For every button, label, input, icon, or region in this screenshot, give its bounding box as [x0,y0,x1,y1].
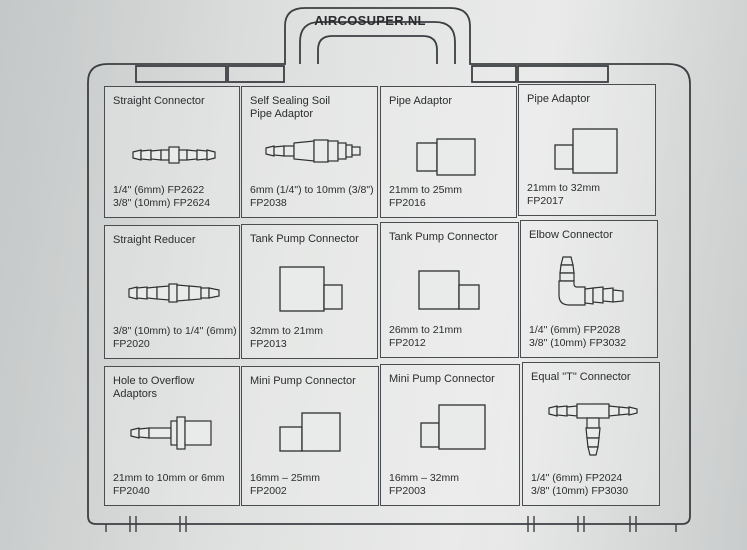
straight-reducer-icon [128,283,220,303]
cell-pipe-adaptor-32: Pipe Adaptor 21mm to 32mm FP2017 [518,84,656,216]
cell-title: Tank Pump Connector [250,233,359,245]
cell-spec: 6mm (1/4") to 10mm (3/8") FP2038 [250,184,374,209]
cell-mini-pump-32: Mini Pump Connector 16mm – 32mm FP2003 [380,364,520,506]
tank-pump-connector-icon [418,270,480,310]
cell-spec: 16mm – 25mm FP2002 [250,472,321,497]
self-sealing-adaptor-icon [265,139,361,163]
elbow-connector-icon [558,256,624,306]
cell-tank-pump-32-21: Tank Pump Connector 32mm to 21mm FP2013 [241,224,378,359]
straight-connector-icon [132,146,216,164]
cell-spec: 32mm to 21mm FP2013 [250,325,323,350]
cell-spec: 21mm to 25mm FP2016 [389,184,462,209]
cell-mini-pump-25: Mini Pump Connector 16mm – 25mm FP2002 [241,366,379,506]
cell-title: Hole to Overflow Adaptors [113,375,195,400]
cell-title: Elbow Connector [529,229,613,241]
cell-pipe-adaptor-25: Pipe Adaptor 21mm to 25mm FP2016 [380,86,517,218]
cell-title: Pipe Adaptor [527,93,590,105]
cell-title: Tank Pump Connector [389,231,498,243]
tee-connector-icon [548,403,638,456]
cell-elbow-connector: Elbow Connector 1/4" (6mm) FP2028 3/8" (… [520,220,658,358]
cell-spec: 1/4" (6mm) FP2028 3/8" (10mm) FP3032 [529,324,627,349]
cell-title: Straight Reducer [113,234,196,246]
cell-title: Self Sealing Soil Pipe Adaptor [250,95,331,120]
cell-straight-connector: Straight Connector 1/4" (6mm) FP2622 3/8… [104,86,240,218]
cell-spec: 1/4" (6mm) FP2024 3/8" (10mm) FP3030 [531,472,629,497]
cell-spec: 26mm to 21mm FP2012 [389,324,462,349]
cell-overflow-adaptors: Hole to Overflow Adaptors 21mm to 10mm o… [104,366,240,506]
cell-spec: 16mm – 32mm FP2003 [389,472,460,497]
cell-self-sealing-adaptor: Self Sealing Soil Pipe Adaptor 6mm (1/4"… [241,86,378,218]
pipe-adaptor-icon [416,138,476,176]
cell-title: Pipe Adaptor [389,95,452,107]
cell-title: Equal "T" Connector [531,371,631,383]
cell-title: Straight Connector [113,95,205,107]
pipe-adaptor-icon [554,128,618,174]
cell-spec: 3/8" (10mm) to 1/4" (6mm) FP2020 [113,325,237,350]
cell-straight-reducer: Straight Reducer 3/8" (10mm) to 1/4" (6m… [104,225,240,359]
cell-spec: 21mm to 10mm or 6mm FP2040 [113,472,225,497]
brand-label: AIRCOSUPER.NL [314,13,426,28]
mini-pump-connector-icon [420,404,486,450]
mini-pump-connector-icon [279,412,341,452]
cell-title: Mini Pump Connector [389,373,495,385]
cell-spec: 21mm to 32mm FP2017 [527,182,600,207]
overflow-adaptor-icon [130,416,212,450]
cell-spec: 1/4" (6mm) FP2622 3/8" (10mm) FP2624 [113,184,211,209]
tank-pump-connector-icon [279,266,343,312]
cell-title: Mini Pump Connector [250,375,356,387]
cell-tee-connector: Equal "T" Connector 1/4" (6mm) FP2024 3/… [522,362,660,506]
cell-tank-pump-26-21: Tank Pump Connector 26mm to 21mm FP2012 [380,222,519,358]
